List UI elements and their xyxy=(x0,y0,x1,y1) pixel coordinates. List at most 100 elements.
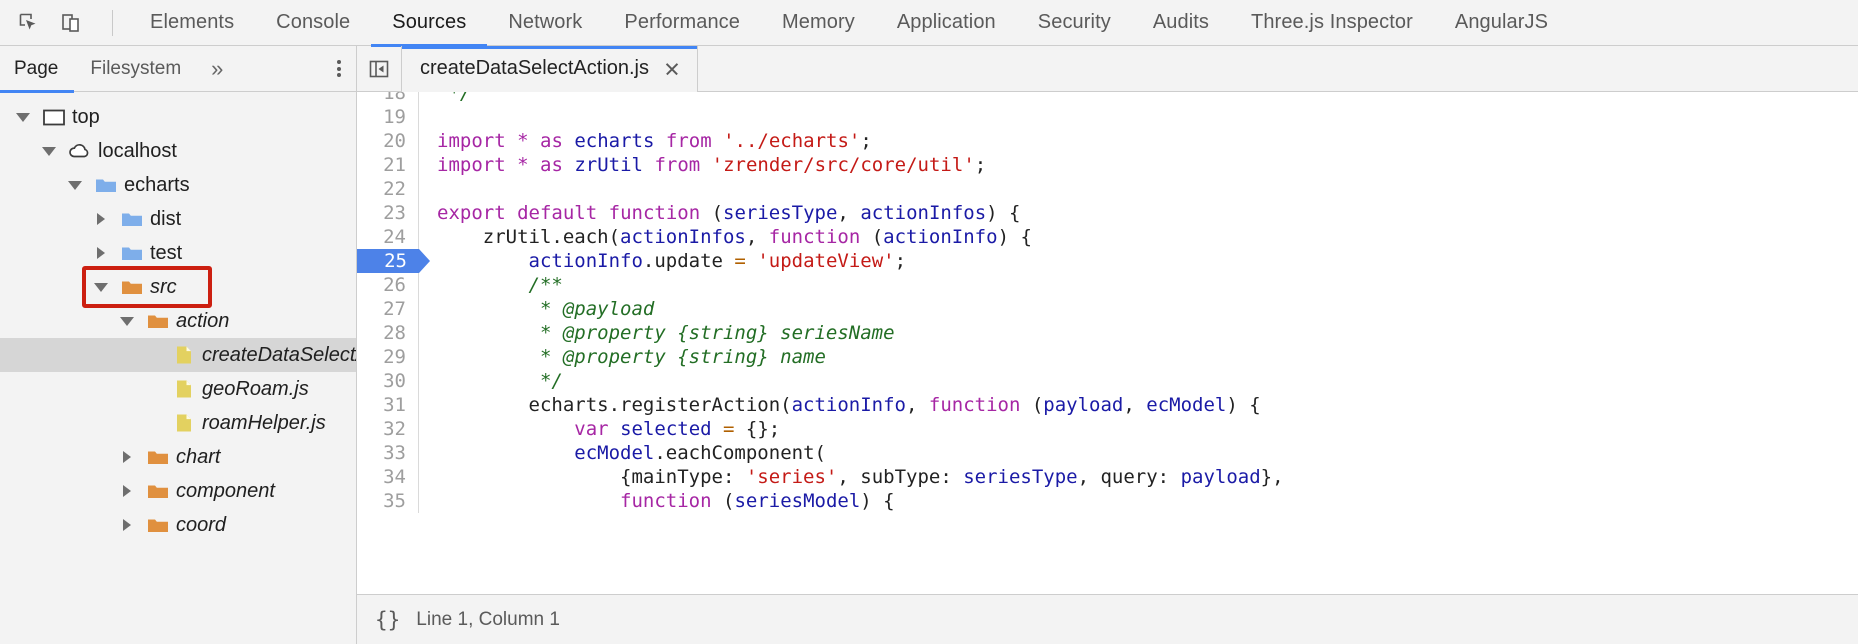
tree-expander[interactable] xyxy=(86,282,116,292)
code-line-text: * @payload xyxy=(437,298,655,320)
tree-expander[interactable] xyxy=(86,247,116,259)
folder-icon xyxy=(122,213,142,226)
chevron-right-icon xyxy=(123,451,131,463)
line-number[interactable]: 22 xyxy=(357,177,419,201)
close-icon[interactable] xyxy=(663,60,681,78)
line-number[interactable]: 24 xyxy=(357,225,419,249)
toolbar-divider xyxy=(112,9,113,36)
device-toolbar-button[interactable] xyxy=(56,8,86,38)
line-number[interactable]: 26 xyxy=(357,273,419,297)
tree-item-label: geoRoam.js xyxy=(202,377,309,400)
file-tree-folder[interactable]: echarts xyxy=(0,168,356,202)
file-icon xyxy=(177,380,191,398)
tree-expander[interactable] xyxy=(8,112,38,122)
line-number[interactable]: 21 xyxy=(357,153,419,177)
code-line: 31 echarts.registerAction(actionInfo, fu… xyxy=(357,393,1858,417)
inspect-element-button[interactable] xyxy=(14,8,44,38)
toolbar-icon-group xyxy=(0,8,113,38)
code-line-text: /** xyxy=(437,274,563,296)
code-line: 26 /** xyxy=(357,273,1858,297)
line-number[interactable]: 33 xyxy=(357,441,419,465)
line-number[interactable]: 31 xyxy=(357,393,419,417)
panel-tabs: Elements Console Sources Network Perform… xyxy=(129,0,1569,47)
code-line: 34 {mainType: 'series', subType: seriesT… xyxy=(357,465,1858,489)
show-navigator-button[interactable] xyxy=(357,46,401,92)
tab-application-label: Application xyxy=(896,11,996,33)
tree-item-label: localhost xyxy=(98,139,177,162)
file-tree-folder[interactable]: test xyxy=(0,236,356,270)
navigator-tab-page[interactable]: Page xyxy=(0,46,75,93)
tree-expander[interactable] xyxy=(112,519,142,531)
navigator-menu-button[interactable] xyxy=(322,46,356,92)
code-line: 29 * @property {string} name xyxy=(357,345,1858,369)
tab-memory-label: Memory xyxy=(782,11,855,33)
file-tree-folder[interactable]: top xyxy=(0,100,356,134)
folder-icon xyxy=(148,519,168,532)
code-line-text: import * as echarts from '../echarts'; xyxy=(437,130,872,152)
tree-item-label: component xyxy=(176,479,275,502)
file-tree-folder[interactable]: chart xyxy=(0,440,356,474)
file-tree-folder[interactable]: dist xyxy=(0,202,356,236)
tab-performance[interactable]: Performance xyxy=(603,0,761,46)
line-number[interactable]: 18 xyxy=(357,92,419,105)
tree-item-icon xyxy=(116,241,148,265)
line-number[interactable]: 23 xyxy=(357,201,419,225)
tab-audits[interactable]: Audits xyxy=(1132,0,1230,46)
line-number[interactable]: 19 xyxy=(357,105,419,129)
file-tree-file[interactable]: geoRoam.js xyxy=(0,372,356,406)
tab-angularjs[interactable]: AngularJS xyxy=(1434,0,1569,46)
file-tree-folder[interactable]: action xyxy=(0,304,356,338)
tab-network[interactable]: Network xyxy=(487,0,603,46)
file-tree-folder[interactable]: src xyxy=(0,270,356,304)
navigator-tab-filesystem[interactable]: Filesystem xyxy=(74,46,197,92)
line-number[interactable]: 30 xyxy=(357,369,419,393)
file-tree-folder[interactable]: localhost xyxy=(0,134,356,168)
file-tree-folder[interactable]: coord xyxy=(0,508,356,542)
tree-expander[interactable] xyxy=(112,316,142,326)
code-line: 18 */ xyxy=(357,92,1858,105)
breakpoint-marker[interactable]: 25 xyxy=(357,249,430,273)
pretty-print-button[interactable]: {} xyxy=(375,607,401,632)
tree-item-icon xyxy=(116,275,148,299)
tab-security-label: Security xyxy=(1037,11,1111,33)
tab-sources[interactable]: Sources xyxy=(371,0,488,47)
line-number[interactable]: 20 xyxy=(357,129,419,153)
tree-expander[interactable] xyxy=(34,146,64,156)
folder-icon xyxy=(122,247,142,260)
tab-elements[interactable]: Elements xyxy=(129,0,255,46)
line-number[interactable]: 34 xyxy=(357,465,419,489)
tab-application[interactable]: Application xyxy=(876,0,1017,46)
tree-item-label: chart xyxy=(176,445,221,468)
tab-security[interactable]: Security xyxy=(1017,0,1132,46)
tree-item-icon xyxy=(90,173,122,197)
tree-expander[interactable] xyxy=(86,213,116,225)
line-number[interactable]: 29 xyxy=(357,345,419,369)
navigator-more-tabs-button[interactable]: » xyxy=(197,46,237,92)
chevron-right-icon xyxy=(123,519,131,531)
line-number[interactable]: 28 xyxy=(357,321,419,345)
tab-threejs-inspector[interactable]: Three.js Inspector xyxy=(1230,0,1434,46)
chevron-down-icon xyxy=(16,112,30,122)
tab-audits-label: Audits xyxy=(1152,11,1210,33)
line-number[interactable]: 35 xyxy=(357,489,419,513)
tree-expander[interactable] xyxy=(112,485,142,497)
tree-item-icon xyxy=(168,377,200,401)
line-number[interactable]: 27 xyxy=(357,297,419,321)
tree-item-icon xyxy=(116,207,148,231)
file-tree-folder[interactable]: component xyxy=(0,474,356,508)
file-tree-file[interactable]: roamHelper.js xyxy=(0,406,356,440)
tab-network-label: Network xyxy=(508,11,583,33)
editor-file-tab[interactable]: createDataSelectAction.js xyxy=(401,45,699,92)
code-line: 25 actionInfo.update = 'updateView'; xyxy=(357,249,1858,273)
tab-console[interactable]: Console xyxy=(255,0,371,46)
tab-memory[interactable]: Memory xyxy=(761,0,876,46)
tree-expander[interactable] xyxy=(112,451,142,463)
file-tree-file[interactable]: createDataSelectAction.js xyxy=(0,338,356,372)
tree-item-icon xyxy=(142,479,174,503)
line-number[interactable]: 32 xyxy=(357,417,419,441)
tree-expander[interactable] xyxy=(60,180,90,190)
